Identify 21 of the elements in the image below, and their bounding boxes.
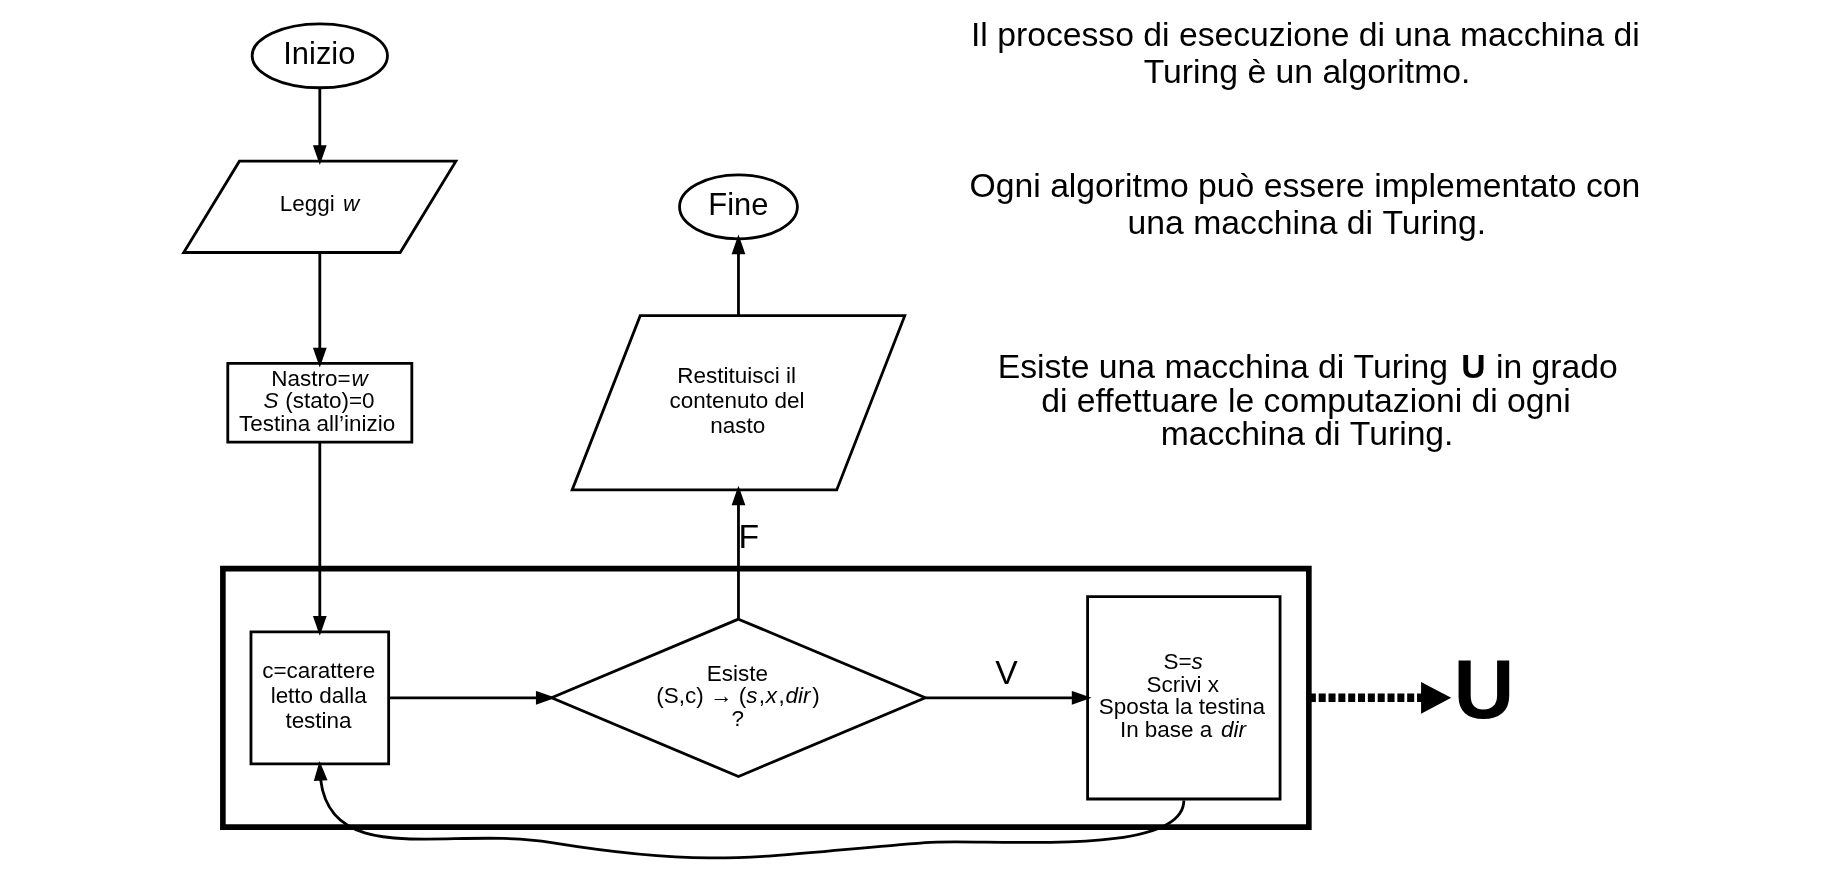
node-box: c=carattere letto dalla testina xyxy=(249,630,390,766)
edge-label: V xyxy=(994,653,1018,692)
arrow xyxy=(924,690,1091,705)
label: Esiste una macchina di Turing U in grado di effettuare le computazioni di ogni macchina di Turing. xyxy=(997,346,1618,453)
arrow xyxy=(731,485,745,619)
arrow xyxy=(313,761,1185,860)
arrow xyxy=(312,87,327,165)
label: Ogni algoritmo può essere implementato con una macchina di Turing. xyxy=(969,166,1640,241)
arrow xyxy=(312,252,327,368)
edge-label: F xyxy=(737,516,759,555)
node-text: U xyxy=(1453,641,1514,736)
cluster xyxy=(219,565,1312,830)
node-box: Nastro=w S (stato)=0 Testina all’inizio xyxy=(225,362,413,444)
node-ellipse: Fine xyxy=(677,173,799,241)
arrow xyxy=(388,690,556,705)
label: Il processo di esecuzione di una macchina di Turing è un algoritmo. xyxy=(970,15,1640,90)
arrow xyxy=(312,442,327,636)
node-box: S=s Scrivi x Sposta la testina In base a dir xyxy=(1085,595,1281,801)
arrow xyxy=(1308,682,1451,714)
node-ellipse: Inizio xyxy=(250,22,389,90)
arrow xyxy=(731,234,745,316)
